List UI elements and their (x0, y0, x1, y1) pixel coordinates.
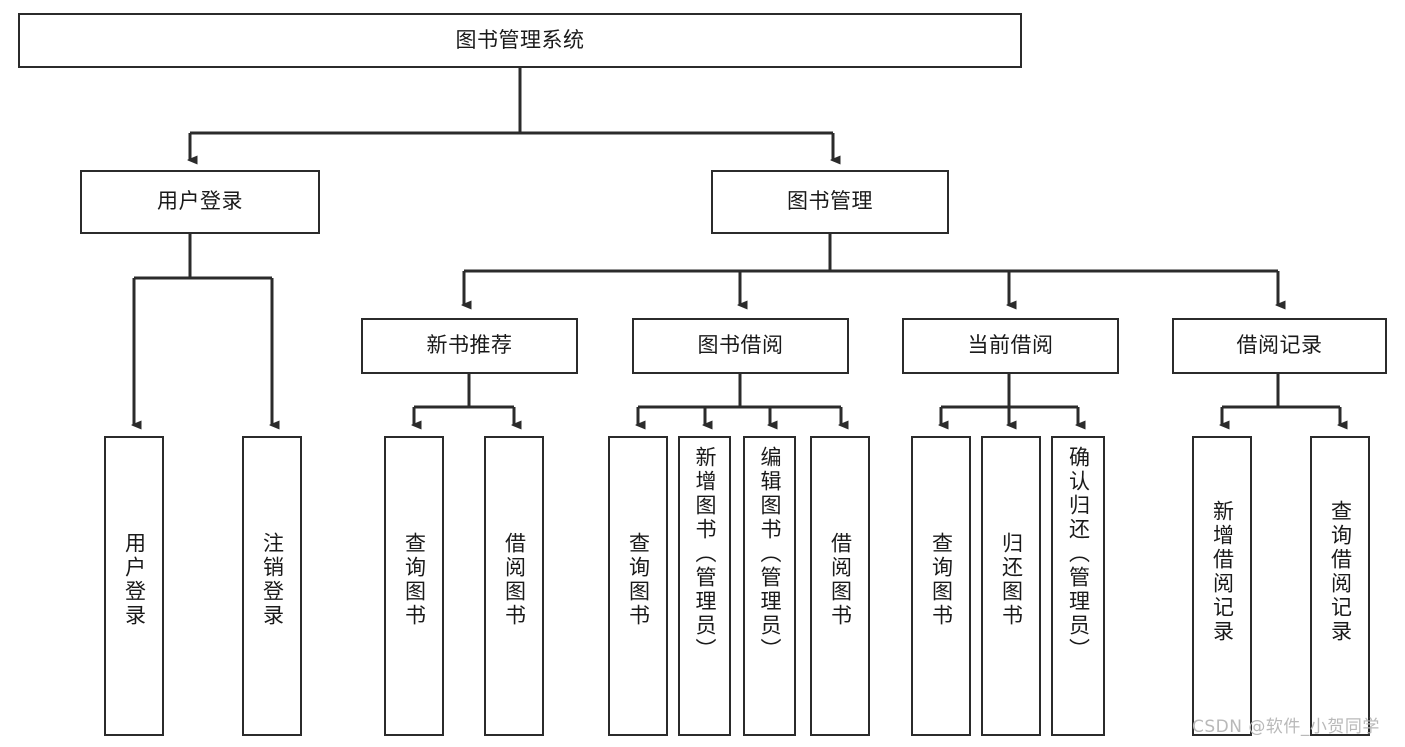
node-label: 新增借阅记录 (1210, 500, 1235, 644)
node-leaf-confirm-return-admin[interactable]: 确认归还（管理员） (1051, 436, 1105, 736)
node-borrow-record[interactable]: 借阅记录 (1172, 318, 1387, 374)
node-label: 图书借阅 (697, 333, 784, 358)
node-leaf-query-book-current[interactable]: 查询图书 (911, 436, 971, 736)
node-leaf-edit-book-admin[interactable]: 编辑图书（管理员） (743, 436, 796, 736)
node-new-book-recommend[interactable]: 新书推荐 (361, 318, 578, 374)
node-leaf-query-book-borrow[interactable]: 查询图书 (608, 436, 668, 736)
node-label: 查询图书 (929, 532, 954, 628)
node-book-management[interactable]: 图书管理 (711, 170, 949, 234)
node-leaf-borrow-book-recommend[interactable]: 借阅图书 (484, 436, 544, 736)
node-current-borrow[interactable]: 当前借阅 (902, 318, 1119, 374)
node-leaf-borrow-book[interactable]: 借阅图书 (810, 436, 870, 736)
node-user-login[interactable]: 用户登录 (80, 170, 320, 234)
node-leaf-logout[interactable]: 注销登录 (242, 436, 302, 736)
node-leaf-query-book-recommend[interactable]: 查询图书 (384, 436, 444, 736)
node-label: 编辑图书（管理员） (758, 446, 782, 662)
node-label: 图书管理系统 (455, 27, 585, 52)
node-label: 用户登录 (157, 189, 243, 214)
node-leaf-return-book[interactable]: 归还图书 (981, 436, 1041, 736)
node-label: 图书管理 (787, 189, 873, 214)
node-label: 用户登录 (122, 532, 147, 628)
node-label: 查询图书 (626, 532, 651, 628)
node-book-borrow[interactable]: 图书借阅 (632, 318, 849, 374)
node-label: 归还图书 (999, 532, 1024, 628)
node-root-book-management-system[interactable]: 图书管理系统 (18, 13, 1022, 68)
node-label: 注销登录 (260, 532, 285, 628)
node-label: 借阅图书 (502, 532, 527, 628)
node-label: 新书推荐 (426, 333, 513, 358)
node-label: 借阅图书 (828, 532, 853, 628)
node-leaf-query-borrow-record[interactable]: 查询借阅记录 (1310, 436, 1370, 736)
node-label: 新增图书（管理员） (693, 446, 717, 662)
node-label: 查询借阅记录 (1328, 500, 1353, 644)
node-leaf-add-borrow-record[interactable]: 新增借阅记录 (1192, 436, 1252, 736)
node-label: 查询图书 (402, 532, 427, 628)
csdn-watermark: CSDN @软件_小贺同学 (1192, 717, 1380, 737)
node-leaf-user-login[interactable]: 用户登录 (104, 436, 164, 736)
node-label: 借阅记录 (1236, 333, 1323, 358)
node-leaf-add-book-admin[interactable]: 新增图书（管理员） (678, 436, 731, 736)
node-label: 当前借阅 (967, 333, 1054, 358)
node-label: 确认归还（管理员） (1066, 446, 1091, 662)
